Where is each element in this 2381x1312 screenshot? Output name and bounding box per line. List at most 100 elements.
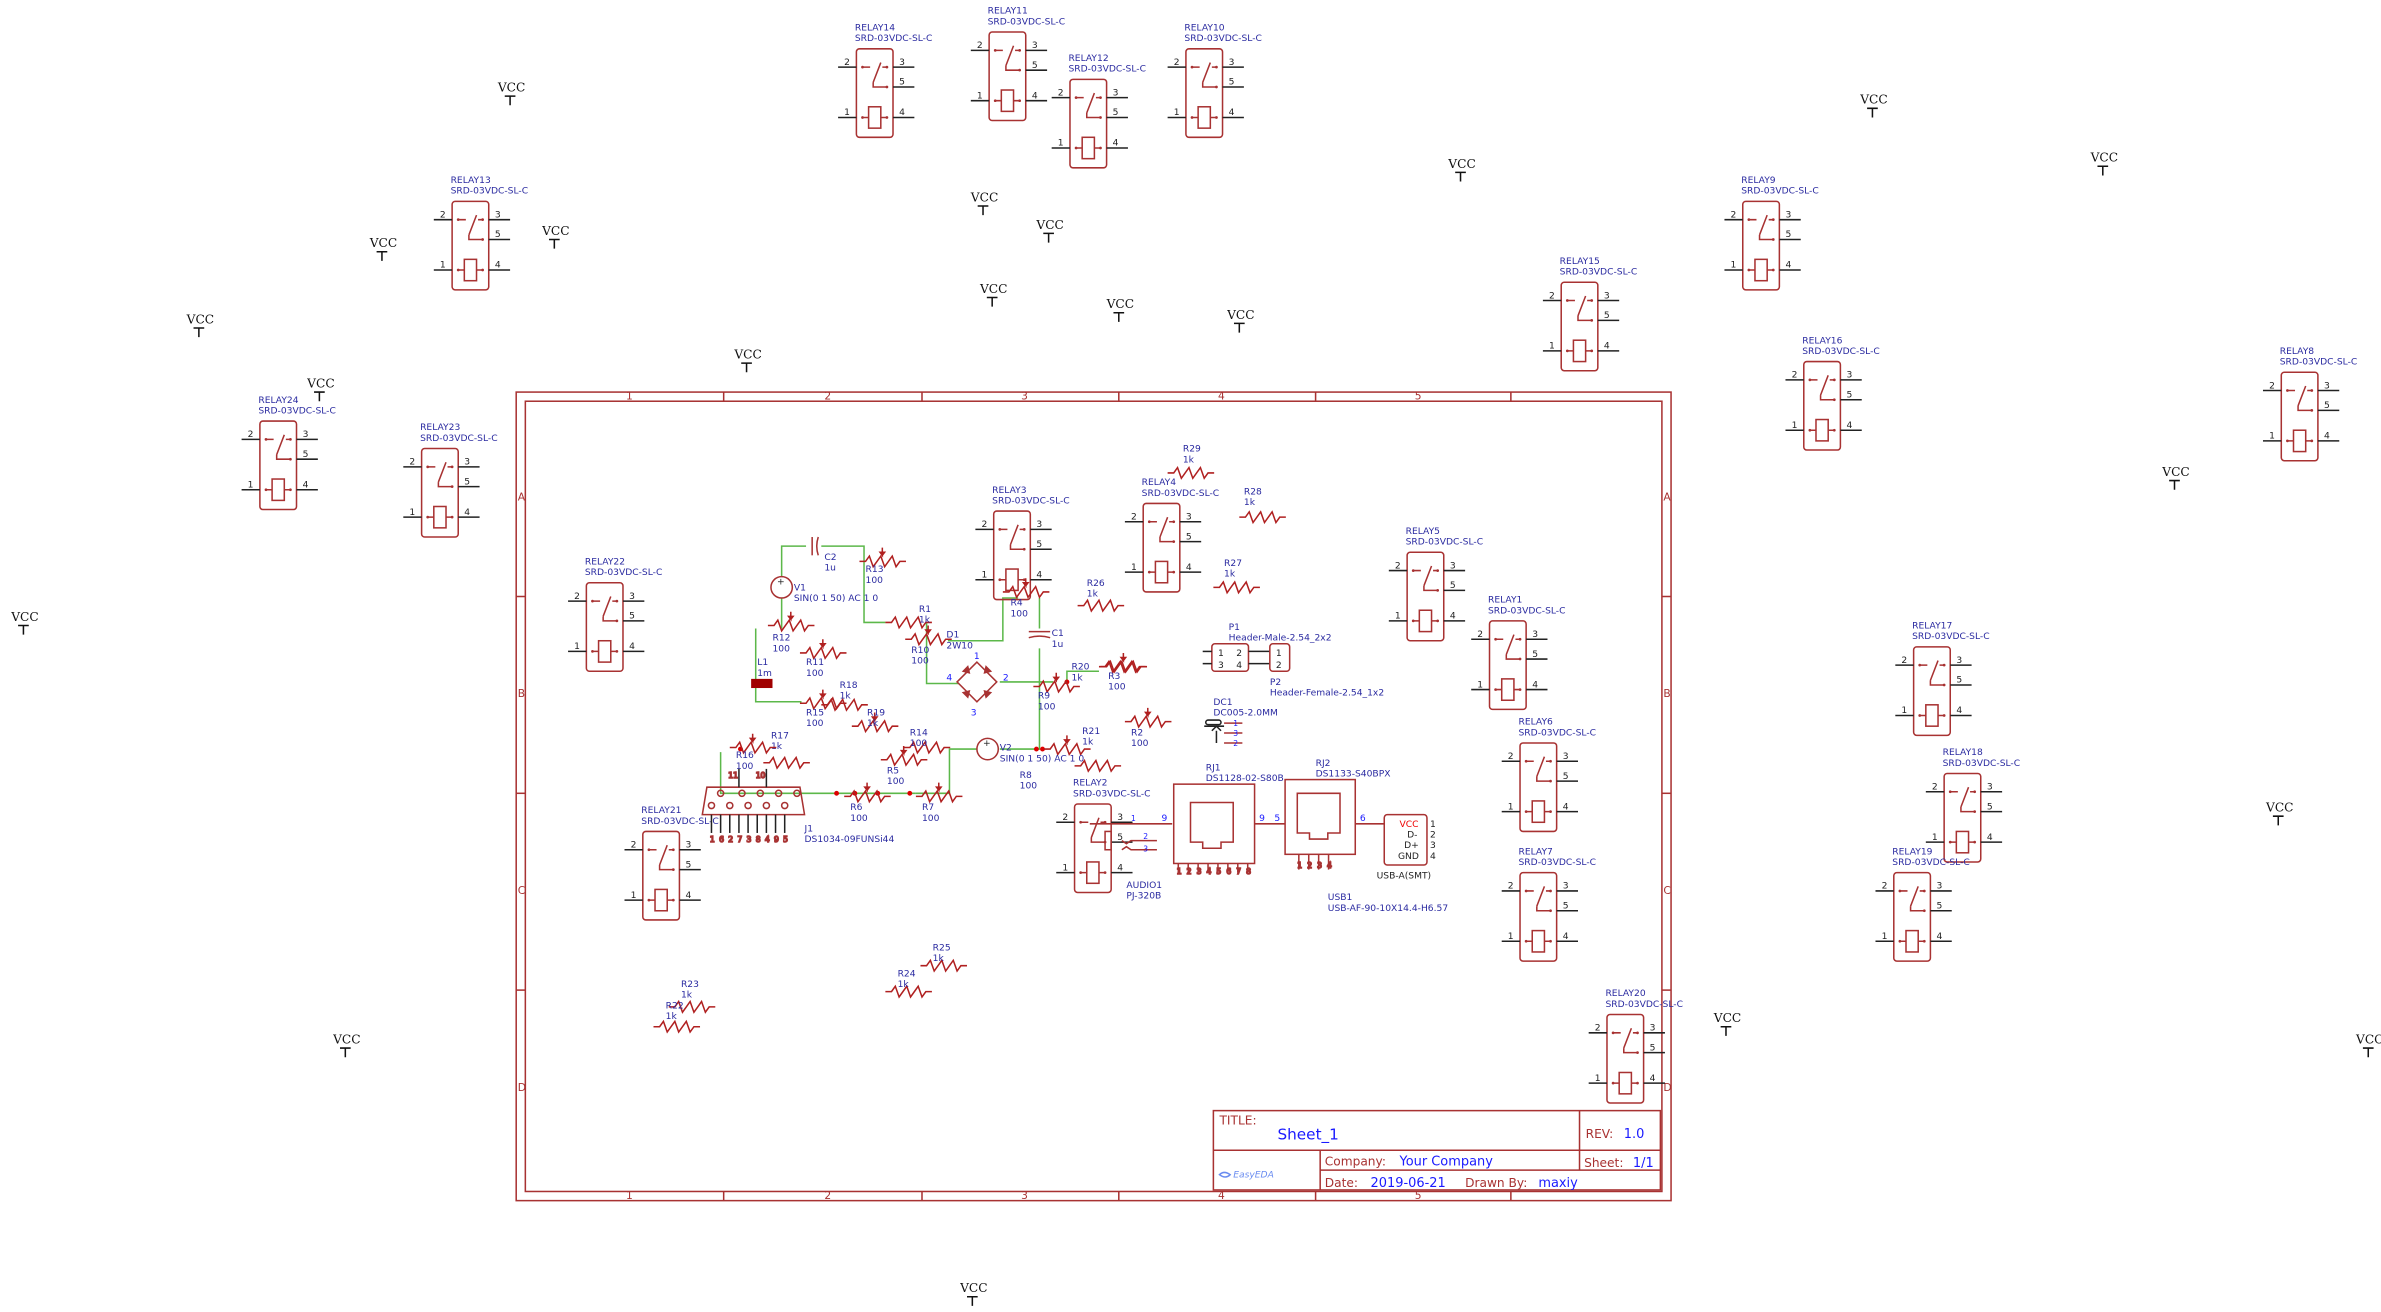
vcc-power-port[interactable]: VCC [1713, 1011, 1741, 1036]
vcc-power-port[interactable]: VCC [10, 610, 39, 635]
resistor-ref: R4 [1010, 599, 1022, 609]
vcc-power-port[interactable]: VCC [1447, 157, 1476, 182]
vcc-power-port[interactable]: VCC [541, 224, 570, 249]
resistor-value: 100 [850, 814, 868, 824]
vcc-power-port[interactable]: VCC [186, 312, 214, 338]
capacitor-c2[interactable]: C2 1u [811, 536, 837, 574]
capacitor-c1[interactable]: C1 1u [1028, 629, 1064, 650]
vcc-power-port[interactable]: VCC [1859, 93, 1888, 118]
header-p1[interactable]: P1 Header-Male-2.54_2x2 1 2 3 4 [1202, 623, 1332, 673]
vcc-power-port[interactable]: VCC [497, 81, 525, 106]
vcc-power-port[interactable]: VCC [1226, 308, 1255, 333]
vcc-power-port[interactable]: VCC [1106, 297, 1134, 322]
header-p2[interactable]: P2 Header-Female-2.54_1x2 1 2 [1269, 643, 1384, 699]
rj2-pin: 5 [1274, 814, 1280, 824]
vcc-power-port[interactable]: VCC [332, 1032, 361, 1058]
vcc-power-port[interactable]: VCC [979, 282, 1007, 307]
vcc-power-port[interactable]: VCC [2265, 801, 2293, 826]
vcc-power-port[interactable]: VCC [970, 190, 998, 216]
vcc-power-port[interactable]: VCC [306, 376, 335, 402]
usb-connector-usb1[interactable]: USB1 USB-AF-90-10X14.4-H6.57 VCC D- D+ G… [1328, 813, 1449, 914]
relay-coil-icon [433, 505, 447, 529]
resistor-zigzag-icon [729, 740, 777, 755]
voltage-source-v1[interactable]: + V1 SIN(0 1 50) AC 1 0 [770, 575, 878, 604]
voltage-source-v2[interactable]: + V2 SIN(0 1 50) AC 1 0 [976, 737, 1084, 764]
dc1-pin: 3 [1233, 729, 1238, 738]
vcc-power-port[interactable]: VCC [959, 1281, 988, 1306]
bridge-rectifier-d1[interactable]: D1 2W10 1 2 3 4 [946, 631, 1008, 719]
vcc-power-port[interactable]: VCC [2161, 465, 2190, 490]
audio-jack-audio1[interactable]: AUDIO1 PJ-320B 1 2 3 [1089, 814, 1173, 902]
dc-jack-dc1[interactable]: DC1 DC005-2.0MM 1 3 2 [1204, 698, 1278, 748]
relay-pin-number: 4 [1113, 139, 1119, 149]
vcc-power-port[interactable]: VCC [733, 348, 762, 373]
vcc-power-port[interactable]: VCC [2355, 1032, 2381, 1058]
relay-ref: RELAY5 [1406, 527, 1441, 537]
relay-pin-number: 1 [1174, 108, 1180, 118]
inductor-l1[interactable]: L1 1m [751, 658, 773, 689]
vcc-power-port[interactable]: VCC [369, 236, 397, 261]
relay-pin-number: 5 [495, 230, 501, 240]
vcc-power-port[interactable]: VCC [1035, 218, 1064, 243]
vcc-power-port[interactable]: VCC [2090, 151, 2118, 176]
drawn-by-value: maxiy [1538, 1176, 1578, 1191]
